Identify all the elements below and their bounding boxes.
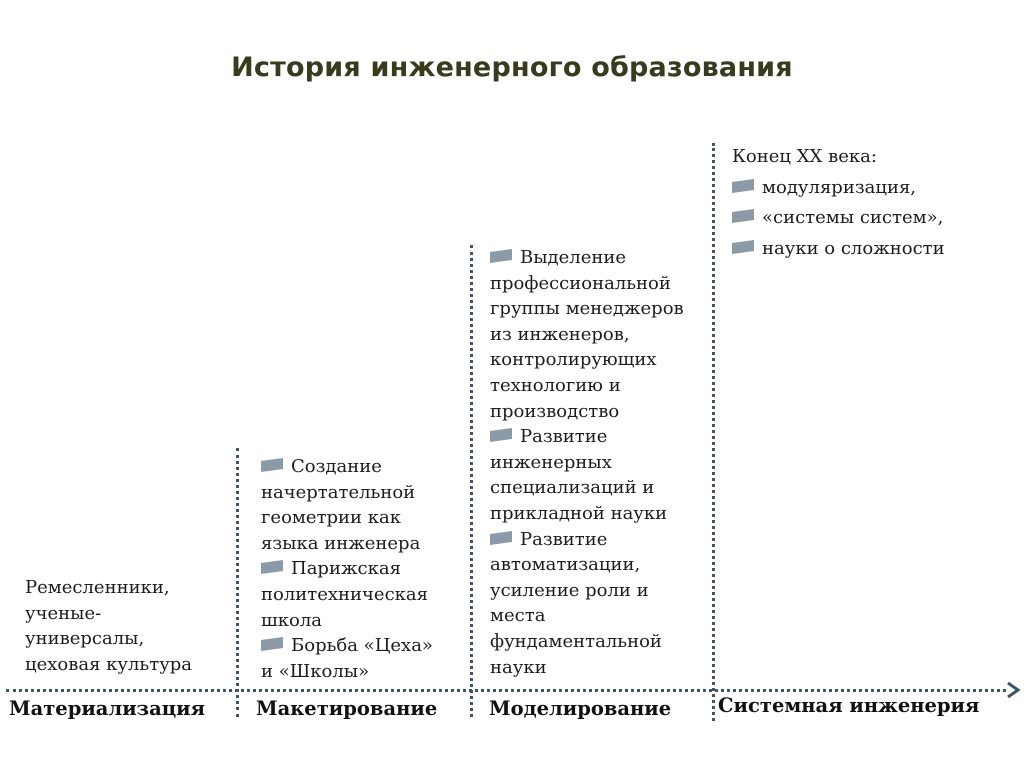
stage3-divider [470,245,473,717]
list-item: «системы систем», [732,203,1012,234]
stage4-divider [712,143,715,721]
timeline-axis [6,689,1006,692]
list-item: Борьба «Цеха» и «Школы» [261,633,466,684]
stage2-list: Создание начертательной геометрии как яз… [261,454,466,684]
stage1-description: Ремесленники, ученые- универсалы, цехова… [25,575,225,677]
stage4-item-text: модуляризация, [762,176,917,198]
list-item: модуляризация, [732,173,1012,204]
phase-label-modeling: Моделирование [489,697,672,720]
flag-bullet-icon [732,209,754,223]
stage3-item-text: Выделение профессиональной группы менедж… [490,247,684,422]
list-item: Парижская политехническая школа [261,556,466,633]
flag-bullet-icon [261,560,283,575]
timeline-arrowhead [1007,681,1021,699]
list-item: Развитие инженерных специализаций и прик… [490,424,705,526]
phase-label-systems-engineering: Системная инженерия [718,694,980,717]
stage3-item-text: Развитие инженерных специализаций и прик… [490,426,668,524]
stage4-item-text: «системы систем», [762,207,944,228]
list-item: науки о сложности [732,234,1012,265]
list-item: Создание начертательной геометрии как яз… [261,454,466,556]
flag-bullet-icon [490,428,512,443]
stage2-divider [236,448,239,717]
flag-bullet-icon [732,239,754,254]
list-item: Выделение профессиональной группы менедж… [490,245,705,424]
flag-bullet-icon [261,637,283,652]
list-item: Развитие автоматизации, усиление роли и … [490,527,705,681]
flag-bullet-icon [490,249,512,263]
stage2-item-text: Борьба «Цеха» и «Школы» [261,635,433,682]
flag-bullet-icon [261,458,283,472]
phase-label-materialization: Материализация [9,697,206,720]
stage4-heading: Конец XX века: [732,146,877,167]
stage1-text: Ремесленники, ученые- универсалы, цехова… [25,577,193,675]
stage2-item-text: Парижская политехническая школа [261,558,428,631]
stage4-list: Конец XX века: модуляризация, «системы с… [732,142,1012,264]
stage4-item-text: науки о сложности [762,237,945,259]
stage2-item-text: Создание начертательной геометрии как яз… [261,456,421,554]
stage3-list: Выделение профессиональной группы менедж… [490,245,705,680]
flag-bullet-icon [490,530,512,545]
stage3-item-text: Развитие автоматизации, усиление роли и … [490,528,662,678]
flag-bullet-icon [732,178,754,193]
phase-label-prototyping: Макетирование [256,697,438,720]
page-title: История инженерного образования [231,52,793,83]
